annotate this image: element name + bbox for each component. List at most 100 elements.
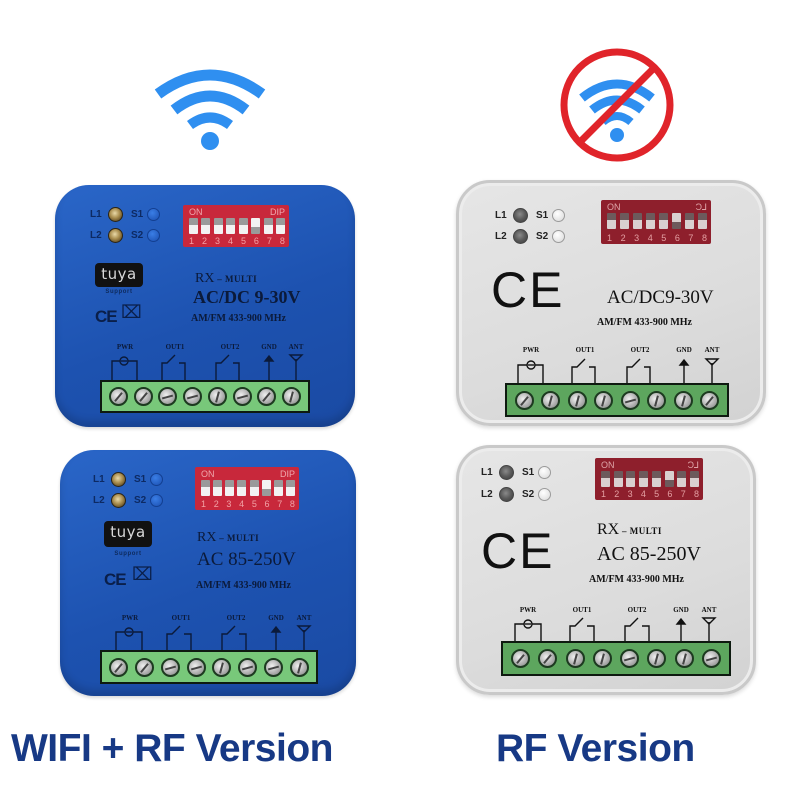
dip-switch-1[interactable] <box>607 213 616 229</box>
dip-switch-4[interactable] <box>646 213 655 229</box>
terminal-screw-gnd[interactable] <box>673 390 693 410</box>
dip-switch-1[interactable] <box>201 480 210 496</box>
terminal-screw-out2b[interactable] <box>647 390 667 410</box>
dip-switch-4[interactable] <box>639 471 649 487</box>
button-s2[interactable] <box>150 494 164 507</box>
wiring-schematic-icon <box>115 625 312 651</box>
dip-switch-7[interactable] <box>273 480 283 496</box>
dip-on-label: ON <box>601 460 615 470</box>
terminal-screw-ant[interactable] <box>289 657 309 677</box>
dip-label: DIP <box>269 207 285 217</box>
dip-switch-3[interactable] <box>633 213 642 229</box>
terminal-screw-out1b[interactable] <box>592 649 612 668</box>
dip-switch-7[interactable] <box>263 218 273 234</box>
terminal-screw-out1b[interactable] <box>594 390 614 410</box>
button-label-s1: S1 <box>134 474 147 485</box>
dip-num: 6 <box>674 233 680 243</box>
terminal-screw-pwr1[interactable] <box>511 649 531 668</box>
terminal-screw-ant[interactable] <box>701 649 721 668</box>
button-label-s2: S2 <box>522 489 535 500</box>
dip-label: DIP <box>279 469 295 479</box>
dip-num: 2 <box>201 236 207 246</box>
model-name: RX – MULTI <box>597 521 662 538</box>
led-label-l2: L2 <box>93 495 105 506</box>
terminal-screw-out1a[interactable] <box>158 387 178 406</box>
dip-switch-2[interactable] <box>613 471 623 487</box>
dip-switch-8[interactable] <box>275 218 285 234</box>
model-suffix: MULTI <box>226 533 260 543</box>
dip-num: 5 <box>654 489 660 499</box>
dip-switch-3[interactable] <box>225 480 235 496</box>
dip-num: 3 <box>627 489 633 499</box>
terminal-screw-out1a[interactable] <box>565 649 585 668</box>
terminal-screw-out2b[interactable] <box>238 657 258 677</box>
terminal-screw-out1b[interactable] <box>183 387 203 406</box>
dip-num: 1 <box>601 489 607 499</box>
dip-switch-8[interactable] <box>698 213 707 229</box>
dip-switch-5[interactable] <box>651 471 661 487</box>
terminal-screw-pwr2[interactable] <box>538 649 558 668</box>
terminal-screw-pwr1[interactable] <box>108 387 128 406</box>
button-s1[interactable] <box>552 209 566 222</box>
frequency-rating: AM/FM 433-900 MHz <box>597 317 692 328</box>
ce-mark: CE <box>95 307 118 326</box>
dip-switch-6[interactable] <box>672 213 681 229</box>
dip-switch-6[interactable] <box>261 480 271 496</box>
dip-switch-6[interactable] <box>251 218 261 234</box>
terminal-label-out2: OUT2 <box>627 606 647 614</box>
dip-switch-8[interactable] <box>285 480 295 496</box>
button-s2[interactable] <box>552 230 566 243</box>
dip-switch-5[interactable] <box>659 213 668 229</box>
button-s1[interactable] <box>150 473 164 486</box>
dip-switch-6[interactable] <box>664 471 674 487</box>
dip-switch-3[interactable] <box>213 218 223 234</box>
terminal-screw-gnd[interactable] <box>257 387 277 406</box>
button-s2[interactable] <box>147 229 161 242</box>
dip-switch-3[interactable] <box>626 471 636 487</box>
terminal-screw-pwr2[interactable] <box>135 657 155 677</box>
led-row-2: L2 S2 <box>495 229 566 244</box>
dip-switch-5[interactable] <box>249 480 259 496</box>
terminal-screw-out1b[interactable] <box>186 657 206 677</box>
dip-num: 8 <box>693 489 699 499</box>
terminal-screw-gnd[interactable] <box>263 657 283 677</box>
terminal-screw-out2a[interactable] <box>207 387 227 406</box>
led-label-l2: L2 <box>90 230 102 241</box>
dip-switch-1[interactable] <box>189 218 198 234</box>
button-s1[interactable] <box>538 466 552 479</box>
terminal-label-out1: OUT1 <box>572 606 592 614</box>
led-label-l1: L1 <box>481 467 493 478</box>
dip-switch-2[interactable] <box>213 480 223 496</box>
dip-switch-8[interactable] <box>689 471 699 487</box>
terminal-screw-pwr1[interactable] <box>109 657 129 677</box>
dip-switch-1[interactable] <box>601 471 610 487</box>
terminal-labels: PWR OUT1 OUT2 GND ANT <box>459 606 753 616</box>
terminal-screw-pwr1[interactable] <box>514 390 534 410</box>
frequency-rating: AM/FM 433-900 MHz <box>196 580 291 591</box>
dip-switch-5[interactable] <box>238 218 248 234</box>
terminal-screw-out1a[interactable] <box>567 390 587 410</box>
terminal-screw-ant[interactable] <box>700 390 720 410</box>
terminal-screw-ant[interactable] <box>282 387 302 406</box>
terminal-screw-pwr2[interactable] <box>541 390 561 410</box>
terminal-screw-out2b[interactable] <box>647 649 667 668</box>
button-s2[interactable] <box>538 488 552 501</box>
dip-switch-4[interactable] <box>226 218 236 234</box>
dip-switch-2[interactable] <box>620 213 629 229</box>
terminal-screw-pwr2[interactable] <box>133 387 153 406</box>
button-s1[interactable] <box>147 208 161 221</box>
terminal-screw-out2a[interactable] <box>620 649 640 668</box>
terminal-screw-out2a[interactable] <box>212 657 232 677</box>
terminal-screw-out1a[interactable] <box>160 657 180 677</box>
button-label-s1: S1 <box>131 209 144 220</box>
dip-switch-4[interactable] <box>237 480 247 496</box>
led-label-l2: L2 <box>481 489 493 500</box>
terminal-screw-out2b[interactable] <box>232 387 252 406</box>
dip-switch-7[interactable] <box>677 471 687 487</box>
terminal-screw-out2a[interactable] <box>620 390 640 410</box>
frequency-rating: AM/FM 433-900 MHz <box>589 574 684 585</box>
dip-switch-2[interactable] <box>201 218 211 234</box>
dip-switch-7[interactable] <box>685 213 694 229</box>
terminal-screw-gnd[interactable] <box>674 649 694 668</box>
